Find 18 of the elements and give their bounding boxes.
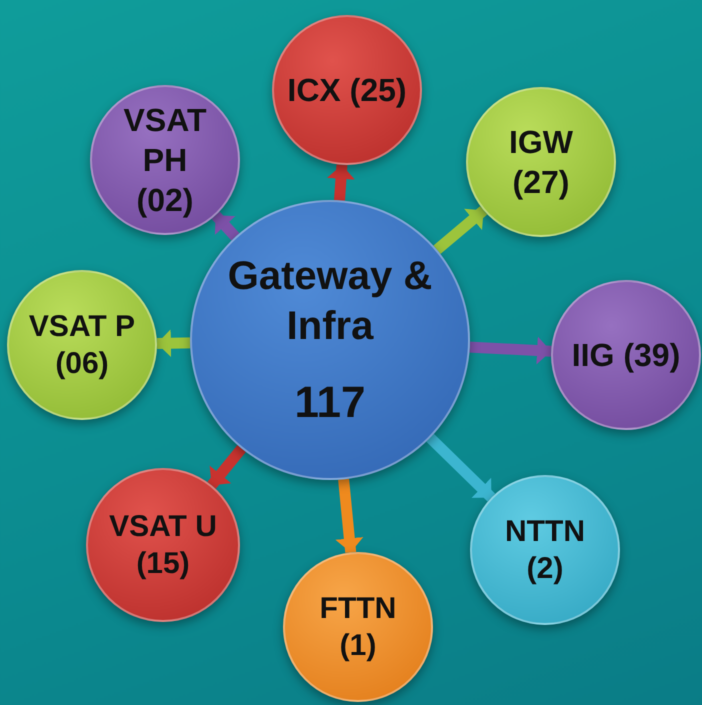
arrow (156, 329, 190, 358)
node-label: VSAT P (06) (28, 308, 136, 382)
node-label: VSAT U (15) (108, 508, 218, 582)
arrow (335, 478, 364, 553)
arrow (327, 164, 355, 201)
arrow (433, 206, 488, 254)
node-label: NTTN (2) (504, 514, 586, 587)
node-label: VSAT PH (02) (122, 101, 208, 220)
node-label: IIG (39) (571, 336, 681, 375)
arrow (470, 336, 552, 364)
arrow (426, 434, 496, 502)
node-label: ICX (25) (286, 71, 408, 110)
node-label: IGW (27) (508, 123, 574, 202)
node-count: 117 (294, 376, 366, 428)
node-label: Gateway & Infra (226, 252, 434, 350)
node-label: FTTN (1) (318, 590, 398, 664)
arrow (212, 212, 240, 241)
arrow (207, 445, 246, 489)
